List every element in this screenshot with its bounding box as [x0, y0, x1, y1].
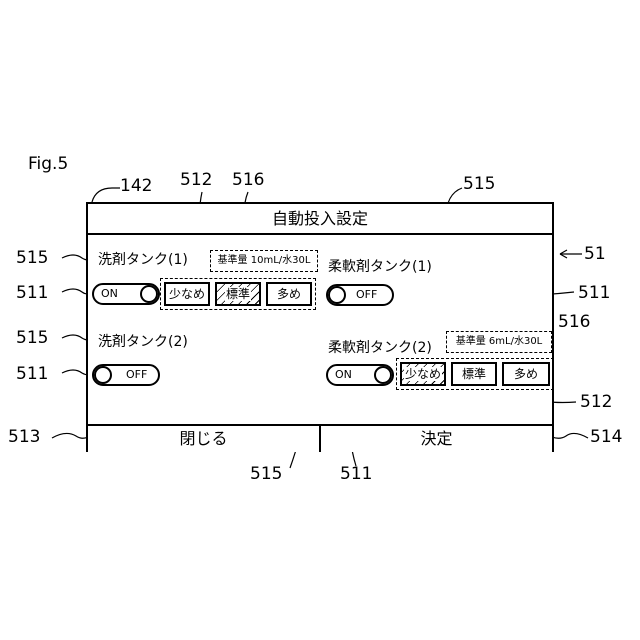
ref-515-left1: 515: [16, 250, 48, 267]
toggle-knob: [140, 285, 158, 303]
softener-tank-2-standard-button[interactable]: 標準: [451, 362, 497, 386]
toggle-state-label: OFF: [126, 366, 147, 384]
softener-tank-2-toggle[interactable]: ON: [326, 364, 394, 386]
softener-tank-2-standard-amount: 基準量 6mL/水30L: [446, 331, 552, 353]
detergent-tank-1-label: 洗剤タンク(1): [98, 249, 188, 269]
ref-516-right: 516: [558, 314, 590, 331]
detergent-tank-1-amount-selector: 少なめ 標準 多め: [160, 278, 316, 310]
detergent-tank-1-more-button[interactable]: 多め: [266, 282, 312, 306]
softener-tank-1-toggle[interactable]: OFF: [326, 284, 394, 306]
detergent-tank-1-standard-button[interactable]: 標準: [215, 282, 261, 306]
toggle-state-label: OFF: [356, 286, 377, 304]
softener-tank-2-less-button[interactable]: 少なめ: [400, 362, 446, 386]
ref-515-bottom: 515: [250, 466, 282, 483]
ref-515-left2: 515: [16, 330, 48, 347]
ref-514: 514: [590, 429, 622, 446]
softener-tank-1-label: 柔軟剤タンク(1): [328, 256, 432, 276]
ref-516-top: 516: [232, 172, 264, 189]
toggle-knob: [374, 366, 392, 384]
detergent-tank-1-standard-amount: 基準量 10mL/水30L: [210, 250, 318, 272]
ref-515-top: 515: [463, 176, 495, 193]
leader-142: [92, 188, 120, 202]
toggle-state-label: ON: [101, 285, 118, 303]
softener-tank-2-amount-selector: 少なめ 標準 多め: [396, 358, 554, 390]
button-label: 標準: [225, 287, 251, 301]
toggle-knob: [328, 286, 346, 304]
leader-514: [552, 433, 588, 438]
close-button[interactable]: 閉じる: [88, 424, 321, 452]
softener-tank-2-more-button[interactable]: 多め: [502, 362, 550, 386]
softener-tank-2-label: 柔軟剤タンク(2): [328, 337, 432, 357]
ref-513: 513: [8, 429, 40, 446]
detergent-tank-2-label: 洗剤タンク(2): [98, 331, 188, 351]
toggle-knob: [94, 366, 112, 384]
panel-title: 自動投入設定: [88, 204, 552, 235]
ref-511-left1: 511: [16, 285, 48, 302]
confirm-button[interactable]: 決定: [321, 424, 552, 452]
ref-142: 142: [120, 178, 152, 195]
ref-51: 51: [584, 246, 606, 263]
figure-label: Fig.5: [28, 154, 68, 174]
ref-511-bottom: 511: [340, 466, 372, 483]
detergent-tank-1-toggle[interactable]: ON: [92, 283, 160, 305]
ref-511-right1: 511: [578, 285, 610, 302]
ref-511-left2: 511: [16, 366, 48, 383]
ref-512-top: 512: [180, 172, 212, 189]
button-label: 少なめ: [404, 367, 442, 381]
detergent-tank-1-less-button[interactable]: 少なめ: [164, 282, 210, 306]
toggle-state-label: ON: [335, 366, 352, 384]
leader-513: [52, 433, 88, 438]
auto-dosing-settings-panel: 自動投入設定 洗剤タンク(1) 基準量 10mL/水30L ON 少なめ 標準 …: [86, 202, 554, 452]
ref-512-right: 512: [580, 394, 612, 411]
detergent-tank-2-toggle[interactable]: OFF: [92, 364, 160, 386]
